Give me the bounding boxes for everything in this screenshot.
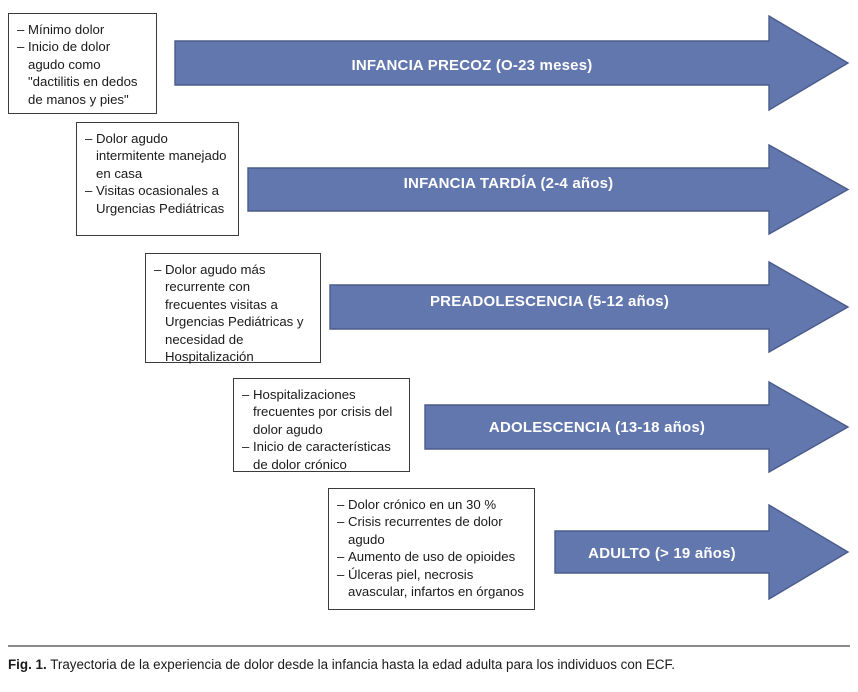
note-box-adolescencia: Hospitalizaciones frecuentes por crisis … [233,378,410,472]
note-list: Dolor agudo más recurrente con frecuente… [154,261,311,365]
note-list: Dolor agudo intermitente manejado en cas… [85,130,229,217]
note-item: Aumento de uso de opioides [337,548,525,566]
caption-label: Fig. 1. [8,657,47,672]
arrow-adulto [554,503,850,601]
arrow-shape-icon [247,143,850,236]
note-item: Inicio de dolor agudo como "dactilitis e… [17,38,147,108]
note-box-preadolescencia: Dolor agudo más recurrente con frecuente… [145,253,321,365]
note-box-infancia-tardia: Dolor agudo intermitente manejado en cas… [76,122,239,236]
note-box-infancia-precoz: Mínimo dolor Inicio de dolor agudo como … [8,13,157,114]
arrow-shape-icon [424,380,850,474]
arrow-label-adulto: ADULTO (> 19 años) [588,545,736,562]
note-item: Úlceras piel, necrosis avascular, infart… [337,566,525,601]
note-item: Dolor crónico en un 30 % [337,496,525,514]
arrow-label-infancia-precoz: INFANCIA PRECOZ (O-23 meses) [351,57,593,74]
arrow-shape-icon [554,503,850,601]
figure-caption: Fig. 1. Trayectoria de la experiencia de… [8,656,852,673]
arrow-shape-icon [174,14,850,112]
arrow-shape-icon [329,260,850,354]
note-item: Hospitalizaciones frecuentes por crisis … [242,386,400,438]
arrow-label-preadolescencia: PREADOLESCENCIA (5-12 años) [429,293,670,310]
arrow-infancia-precoz [174,14,850,112]
note-list: Dolor crónico en un 30 % Crisis recurren… [337,496,525,600]
caption-divider [8,645,850,647]
note-item: Dolor agudo intermitente manejado en cas… [85,130,229,182]
note-item: Crisis recurrentes de dolor agudo [337,513,525,548]
arrow-label-infancia-tardia: INFANCIA TARDÍA (2-4 años) [403,175,614,192]
note-item: Mínimo dolor [17,21,147,39]
note-item: Visitas ocasionales a Urgencias Pediátri… [85,182,229,217]
arrow-adolescencia [424,380,850,474]
caption-text: Trayectoria de la experiencia de dolor d… [50,657,675,672]
arrow-infancia-tardia [247,143,850,236]
note-item: Dolor agudo más recurrente con frecuente… [154,261,311,365]
note-list: Hospitalizaciones frecuentes por crisis … [242,386,400,473]
arrow-label-adolescencia: ADOLESCENCIA (13-18 años) [488,419,706,436]
note-item: Inicio de características de dolor cróni… [242,438,400,473]
note-box-adulto: Dolor crónico en un 30 % Crisis recurren… [328,488,535,610]
arrow-preadolescencia [329,260,850,354]
note-list: Mínimo dolor Inicio de dolor agudo como … [17,21,147,108]
